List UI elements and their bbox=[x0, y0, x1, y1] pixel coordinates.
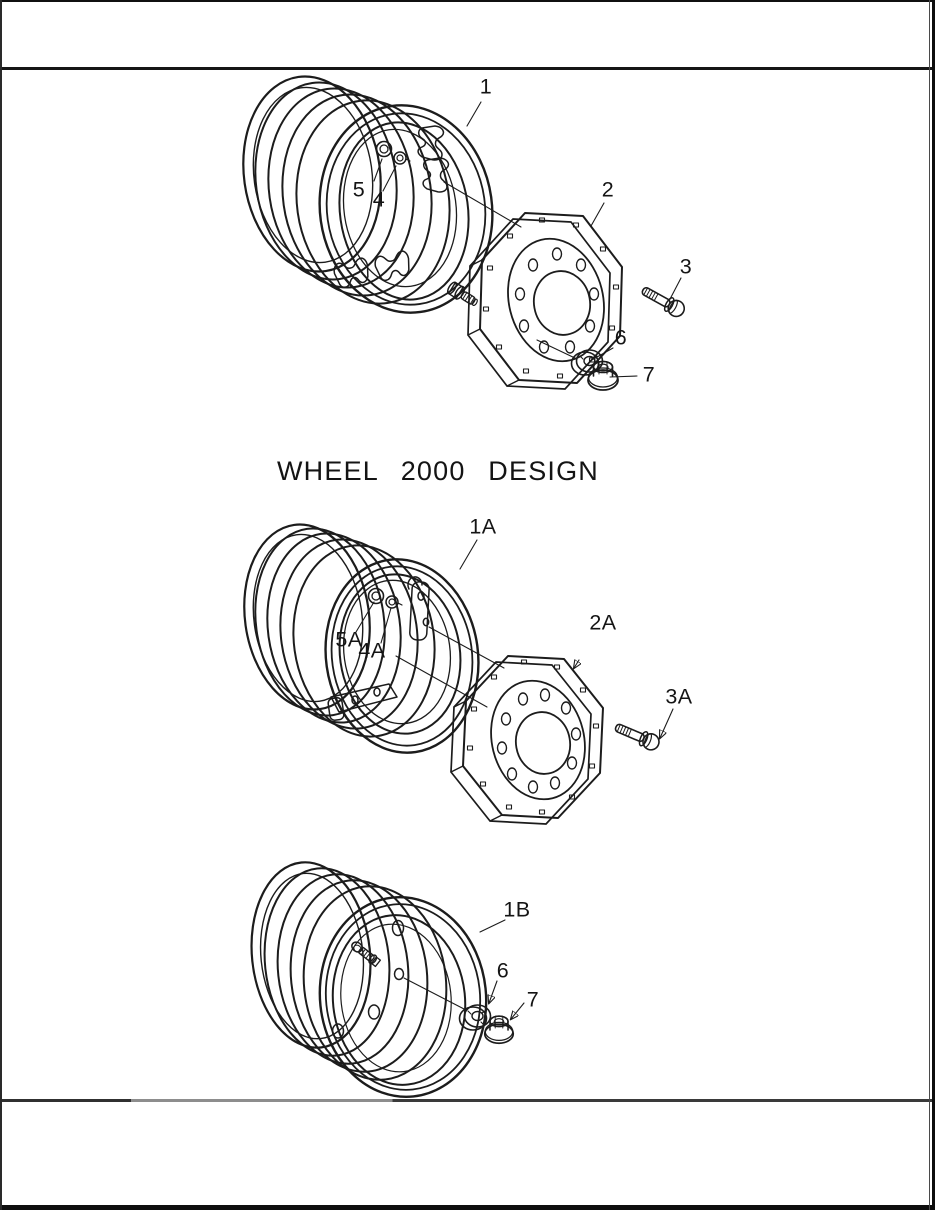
valve-stud bbox=[444, 279, 481, 310]
callout-3a: 3A bbox=[665, 684, 693, 709]
clamp-nut-5 bbox=[375, 140, 393, 158]
leader-lines-d2 bbox=[355, 539, 674, 738]
page-border-right-inner bbox=[929, 0, 930, 1210]
mounting-disc-2 bbox=[467, 212, 623, 390]
page-border-right bbox=[932, 0, 935, 1210]
disc-bolt-3a bbox=[612, 718, 663, 754]
wheel-rim-1a bbox=[243, 523, 480, 754]
section-title: WHEEL 2000 DESIGN bbox=[277, 456, 599, 486]
valve-stem bbox=[348, 939, 382, 968]
callout-7: 7 bbox=[642, 362, 656, 387]
leader-lines-d3 bbox=[403, 919, 525, 1019]
diagram-wheel-2000-rear bbox=[250, 861, 525, 1099]
callout-2: 2 bbox=[601, 177, 615, 202]
callout-5: 5 bbox=[352, 177, 366, 202]
rim-bracket-plate bbox=[327, 683, 398, 721]
wheel-rim-1b bbox=[250, 861, 488, 1099]
diagram-wheel-standard bbox=[242, 75, 688, 391]
page-border-bottom bbox=[0, 1205, 935, 1210]
leader-lines-d1 bbox=[373, 101, 682, 378]
rim-face-holes bbox=[331, 919, 405, 1039]
wheel-rim-1 bbox=[242, 75, 494, 314]
rim-hanger-lug bbox=[407, 576, 430, 641]
header-rule bbox=[0, 67, 935, 70]
mounting-disc-2a bbox=[450, 655, 604, 825]
callout-1b: 1B bbox=[503, 897, 531, 922]
disc-bolt-3 bbox=[638, 282, 688, 321]
callout-1a: 1A bbox=[469, 514, 497, 539]
callout-3: 3 bbox=[679, 254, 693, 279]
callout-6: 6 bbox=[614, 325, 628, 350]
callout-6b: 6 bbox=[496, 958, 510, 983]
clamp-nut-5a bbox=[367, 587, 385, 605]
callout-2a: 2A bbox=[589, 610, 617, 635]
page-border-top bbox=[0, 0, 935, 2]
callout-4: 4 bbox=[372, 187, 386, 212]
footer-rule bbox=[0, 1099, 935, 1102]
diagram-wheel-2000 bbox=[243, 523, 674, 825]
callout-1: 1 bbox=[479, 74, 493, 99]
callout-4a: 4A bbox=[358, 638, 386, 663]
callout-5a: 5A bbox=[335, 627, 363, 652]
callout-7b: 7 bbox=[526, 987, 540, 1012]
page-border-left bbox=[0, 0, 2, 1210]
